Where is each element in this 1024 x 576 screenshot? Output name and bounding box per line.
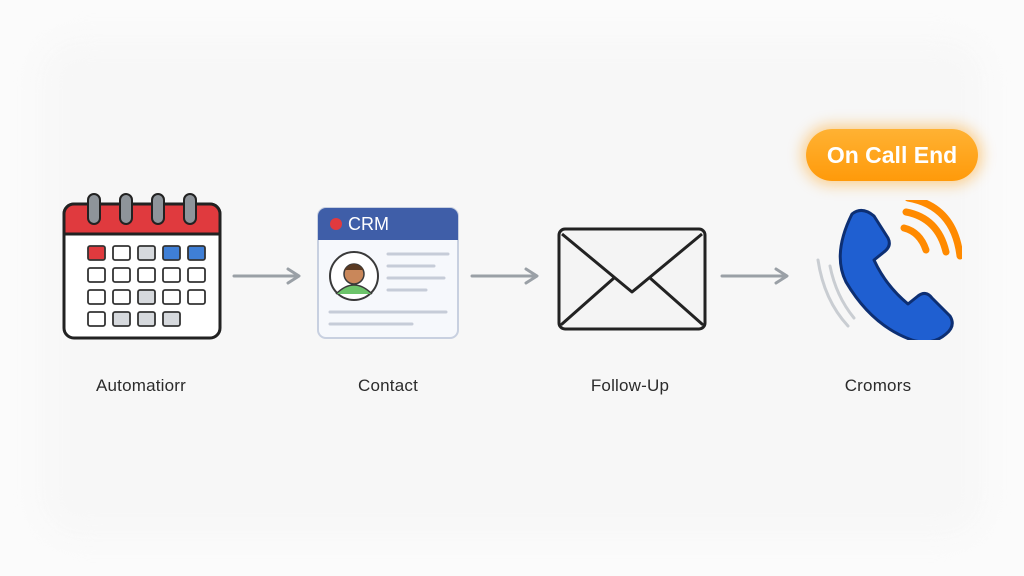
step-label-follow-up: Follow-Up (590, 376, 670, 395)
envelope-icon (557, 227, 707, 331)
calendar-icon (62, 193, 222, 340)
arrow-right-icon (232, 267, 301, 285)
crm-title: CRM (348, 214, 389, 234)
arrow-right-icon (720, 267, 789, 285)
crm-card-icon (317, 207, 459, 339)
step-label-automation: Automatiorr (95, 376, 187, 395)
phone-icon (816, 200, 962, 340)
step-label-contact: Contact (358, 376, 418, 395)
on-call-end-badge: On Call End (806, 129, 978, 181)
step-label-cromors: Cromors (844, 376, 912, 395)
arrow-right-icon (470, 267, 539, 285)
